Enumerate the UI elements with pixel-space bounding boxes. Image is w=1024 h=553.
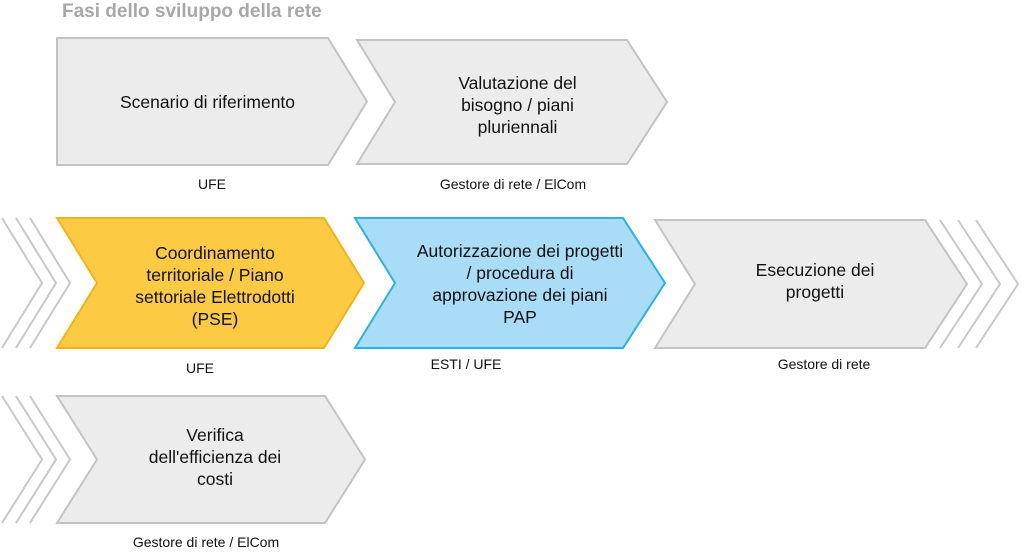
step-arrow-3 [55,217,366,349]
step-arrow-1 [56,37,369,166]
step-arrow-6 [55,395,367,524]
step-owner-6: Gestore di rete / ElCom [132,534,280,550]
continuation-chevron-right-row2-2 [957,219,1002,349]
step-owner-4: ESTI / UFE [430,356,502,372]
step-label-1: Scenario di riferimento [85,80,330,124]
step-label-5: Esecuzione dei progetti [690,256,940,306]
step-label-6: Verifica dell'efficienza dei costi [95,420,335,494]
step-label-text: Coordinamento territoriale / Piano setto… [135,243,295,329]
step-label-text: Valutazione del bisogno / piani plurienn… [458,73,577,137]
step-label-text: Scenario di riferimento [119,92,296,112]
step-label-text: Esecuzione dei progetti [755,260,875,302]
step-owner-1: UFE [198,176,226,192]
continuation-chevron-left-row3-2 [15,395,58,524]
step-label-4: Autorizzazione dei progetti / procedura … [385,236,655,332]
diagram-title: Fasi dello sviluppo della rete [62,1,322,22]
step-arrow-2 [355,39,669,165]
continuation-chevron-left-row2-3 [29,217,72,349]
continuation-chevron-left-row3-3 [29,395,72,524]
step-label-text: Autorizzazione dei progetti / procedura … [416,241,624,327]
continuation-chevron-right-row2-3 [975,219,1020,349]
continuation-chevron-right-row2-1 [939,219,984,349]
step-owner-5: Gestore di rete [777,356,871,372]
step-arrow-5 [653,219,969,349]
continuation-chevron-left-row2-1 [1,217,44,349]
step-owner-2: Gestore di rete / ElCom [439,176,587,192]
continuation-chevron-left-row3-1 [1,395,44,524]
step-label-2: Valutazione del bisogno / piani plurienn… [405,68,630,142]
step-label-text: Verifica dell'efficienza dei costi [148,425,282,489]
step-owner-3: UFE [186,360,214,376]
step-arrow-4 [353,217,667,349]
continuation-chevron-left-row2-2 [15,217,58,349]
step-label-3: Coordinamento territoriale / Piano setto… [95,240,335,332]
